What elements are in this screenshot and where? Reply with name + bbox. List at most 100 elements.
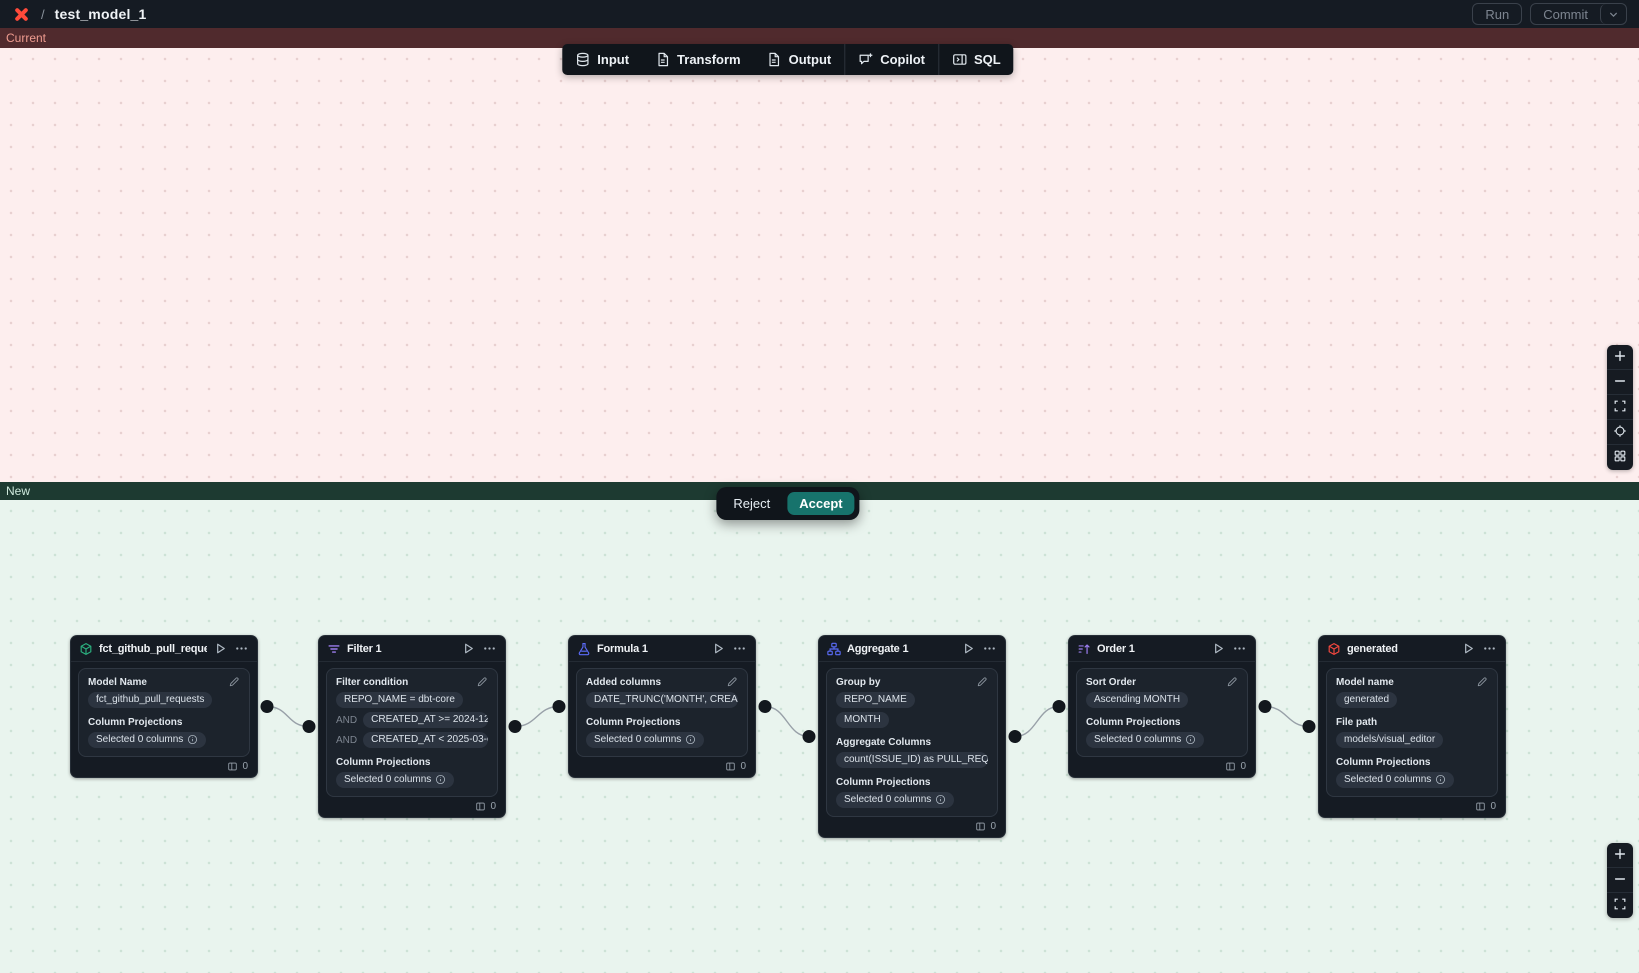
toolbar-item-input[interactable]: Input (562, 44, 642, 75)
target-handle[interactable] (552, 700, 566, 713)
zoom-out-button[interactable] (1607, 868, 1633, 893)
node-header: generated (1319, 636, 1505, 662)
commit-button[interactable]: Commit (1531, 4, 1600, 24)
reject-button[interactable]: Reject (721, 492, 782, 515)
accept-button[interactable]: Accept (787, 492, 855, 515)
node-title: Order 1 (1097, 642, 1135, 655)
info-icon[interactable] (685, 734, 696, 745)
value-pill[interactable]: generated (1336, 692, 1398, 708)
new-canvas[interactable]: fct_github_pull_requestsModel Namefct_gi… (0, 500, 1639, 973)
value-pill[interactable]: CREATED_AT >= 2024-12-01 (363, 712, 488, 728)
diff-actions-bar: Reject Accept (716, 487, 860, 520)
columns-icon (975, 821, 986, 832)
copilot-chat-icon (858, 52, 873, 67)
pencil-icon[interactable] (228, 676, 240, 688)
value-pill[interactable]: DATE_TRUNC('MONTH', CREATED_AT… (586, 692, 738, 708)
info-icon[interactable] (935, 794, 946, 805)
value-pill[interactable]: Selected 0 columns (586, 732, 705, 748)
value-pill[interactable]: Ascending MONTH (1086, 692, 1189, 708)
pencil-icon[interactable] (476, 676, 488, 688)
node-card-fct_github_pull_requests[interactable]: fct_github_pull_requestsModel Namefct_gi… (70, 635, 258, 778)
focus-button[interactable] (1607, 420, 1633, 445)
zoom-in-button[interactable] (1607, 843, 1633, 868)
row-count: 0 (490, 801, 496, 812)
zoom-out-button[interactable] (1607, 370, 1633, 395)
value-pill[interactable]: Selected 0 columns (1336, 772, 1455, 788)
source-handle[interactable] (1258, 700, 1272, 713)
value-pill[interactable]: count(ISSUE_ID) as PULL_REQUEST_… (836, 752, 988, 768)
target-handle[interactable] (1052, 700, 1066, 713)
play-icon[interactable] (961, 641, 976, 656)
info-icon[interactable] (1185, 734, 1196, 745)
pencil-icon[interactable] (1476, 676, 1488, 688)
edge (1014, 705, 1060, 738)
value-pill[interactable]: Selected 0 columns (336, 772, 455, 788)
pencil-icon[interactable] (1226, 676, 1238, 688)
value-pill[interactable]: Selected 0 columns (88, 732, 207, 748)
fit-view-icon (1613, 399, 1627, 416)
value-pill[interactable]: models/visual_editor (1336, 732, 1444, 748)
target-handle[interactable] (802, 730, 816, 743)
zoom-in-button[interactable] (1607, 345, 1633, 370)
row-count: 0 (990, 821, 996, 832)
current-canvas[interactable] (0, 48, 1639, 482)
section-header: Column Projections (836, 777, 988, 788)
source-handle[interactable] (1008, 730, 1022, 743)
info-icon[interactable] (435, 774, 446, 785)
dbt-logo-icon[interactable] (12, 5, 31, 24)
row-count: 0 (1490, 801, 1496, 812)
source-handle[interactable] (508, 720, 522, 733)
play-icon[interactable] (461, 641, 476, 656)
source-handle[interactable] (758, 700, 772, 713)
edge (764, 705, 810, 738)
value-pill[interactable]: Selected 0 columns (1086, 732, 1205, 748)
info-icon[interactable] (187, 734, 198, 745)
play-icon[interactable] (1211, 641, 1226, 656)
value-pill[interactable]: REPO_NAME = dbt-core (336, 692, 463, 708)
play-icon[interactable] (213, 641, 228, 656)
pill-text: DATE_TRUNC('MONTH', CREATED_AT… (594, 694, 738, 705)
target-handle[interactable] (302, 720, 316, 733)
source-handle[interactable] (260, 700, 274, 713)
more-icon[interactable] (1232, 641, 1247, 656)
target-handle[interactable] (1302, 720, 1316, 733)
commit-dropdown-button[interactable] (1600, 4, 1626, 24)
value-pill[interactable]: Selected 0 columns (836, 792, 955, 808)
more-icon[interactable] (1482, 641, 1497, 656)
info-icon[interactable] (1435, 774, 1446, 785)
value-pill[interactable]: REPO_NAME (836, 692, 915, 708)
pill-text: REPO_NAME (844, 694, 907, 705)
node-header: Aggregate 1 (819, 636, 1005, 662)
section-label: File path (1336, 717, 1378, 728)
pencil-icon[interactable] (976, 676, 988, 688)
fit-view-button[interactable] (1607, 395, 1633, 420)
value-pill[interactable]: MONTH (836, 712, 889, 728)
node-footer: 0 (819, 820, 1005, 837)
play-icon[interactable] (711, 641, 726, 656)
toolbar-item-sql[interactable]: SQL (939, 44, 1014, 75)
play-icon[interactable] (1461, 641, 1476, 656)
toolbar-item-copilot[interactable]: Copilot (845, 44, 938, 75)
toolbar-item-output[interactable]: Output (754, 44, 845, 75)
more-icon[interactable] (732, 641, 747, 656)
more-icon[interactable] (982, 641, 997, 656)
more-icon[interactable] (482, 641, 497, 656)
value-pill[interactable]: fct_github_pull_requests (88, 692, 213, 708)
run-button[interactable]: Run (1472, 3, 1523, 25)
grid-button[interactable] (1607, 445, 1633, 470)
pencil-icon[interactable] (726, 676, 738, 688)
new-canvas-controls (1607, 843, 1633, 918)
more-icon[interactable] (234, 641, 249, 656)
toolbar-item-transform[interactable]: Transform (642, 44, 754, 75)
value-pill[interactable]: CREATED_AT < 2025-03-01 (363, 732, 488, 748)
fit-view-button[interactable] (1607, 893, 1633, 918)
